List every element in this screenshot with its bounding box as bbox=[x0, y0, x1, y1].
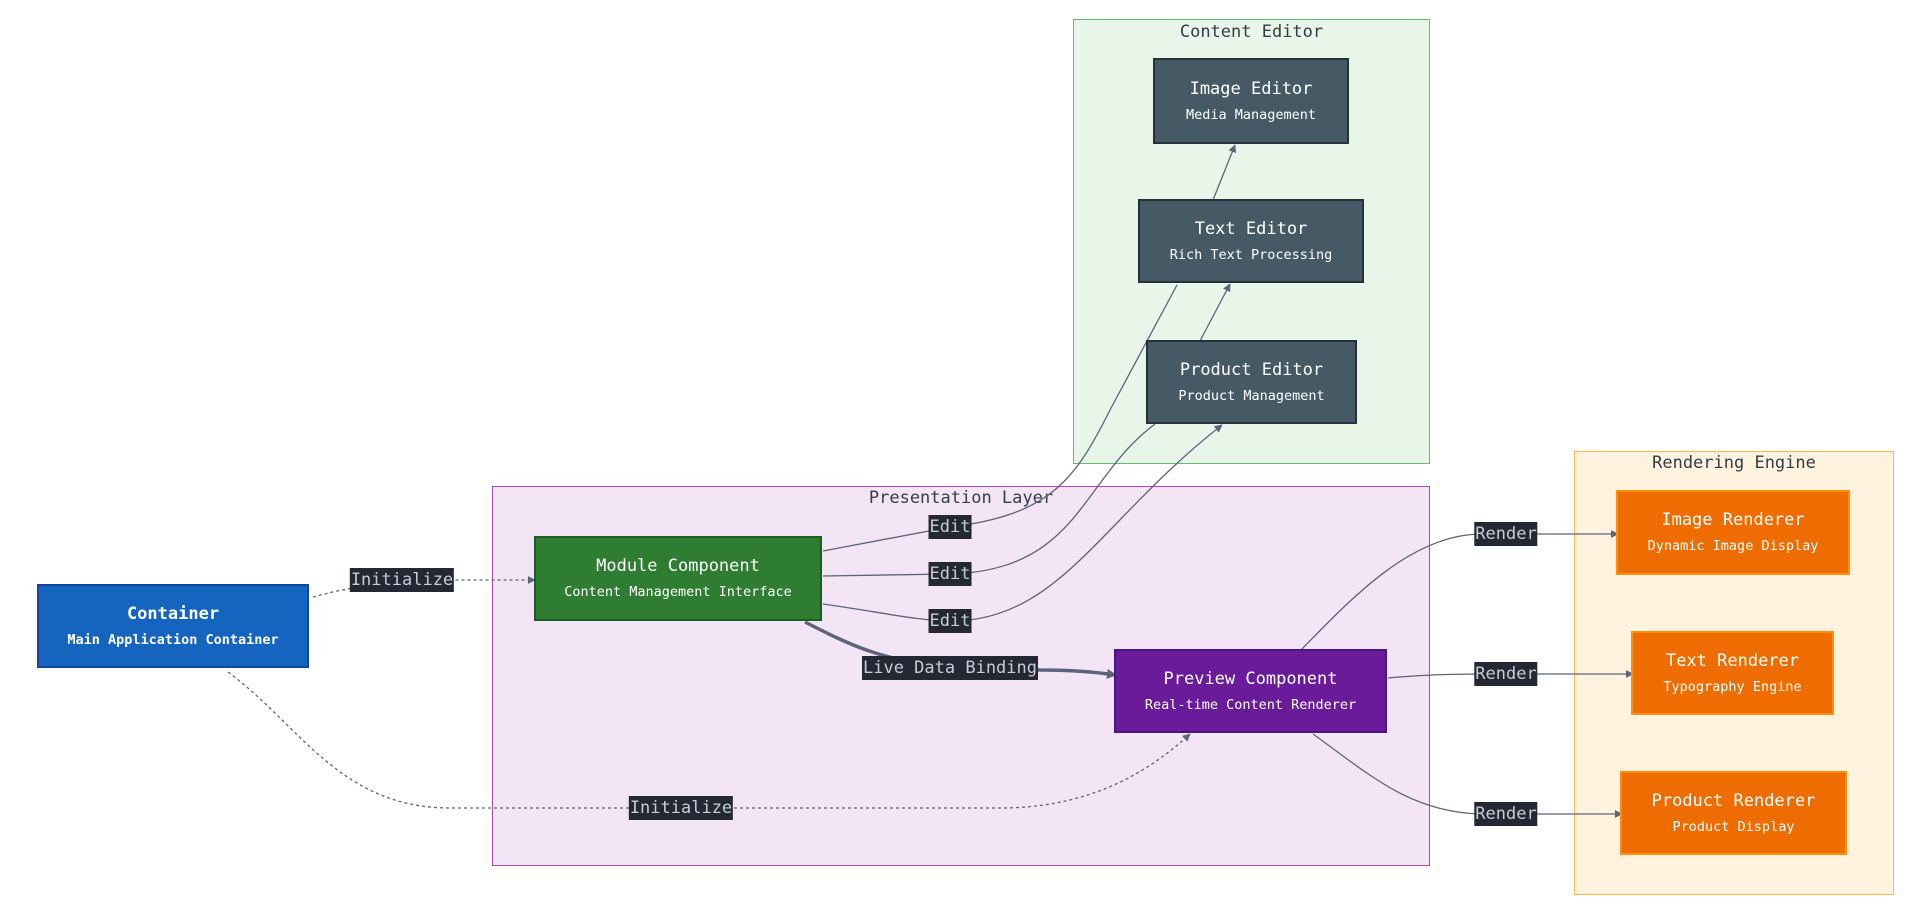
edge-label-initialize-preview: Initialize bbox=[628, 796, 734, 820]
text-renderer-node[interactable]: Text Renderer Typography Engine bbox=[1631, 631, 1834, 715]
edge-initialize-preview bbox=[227, 671, 1191, 809]
node-subtitle: Main Application Container bbox=[67, 631, 279, 648]
edge-label-render-product: Render bbox=[1474, 802, 1538, 826]
node-subtitle: Content Management Interface bbox=[564, 584, 792, 600]
edge-edit-image bbox=[822, 145, 1235, 552]
node-subtitle: Media Management bbox=[1185, 106, 1317, 123]
node-title: Module Component bbox=[596, 556, 760, 576]
node-subtitle: Dynamic Image Display bbox=[1647, 538, 1819, 554]
node-title: Preview Component bbox=[1163, 668, 1338, 689]
cluster-title: Presentation Layer bbox=[868, 488, 1054, 508]
cluster-title: Content Editor bbox=[1179, 22, 1324, 42]
module-component-node[interactable]: Module Component Content Management Inte… bbox=[534, 536, 822, 621]
node-subtitle: Typography Engine bbox=[1663, 678, 1802, 695]
edge-edit-product bbox=[822, 424, 1223, 622]
product-editor-node[interactable]: Product Editor Product Management bbox=[1146, 340, 1357, 424]
edge-label-render-text: Render bbox=[1474, 662, 1538, 686]
edge-label-edit-product: Edit bbox=[928, 609, 972, 633]
node-subtitle: Real-time Content Renderer bbox=[1144, 696, 1357, 713]
edge-render-image bbox=[1300, 530, 1619, 651]
edge-label-render-image: Render bbox=[1474, 522, 1538, 546]
preview-component-node[interactable]: Preview Component Real-time Content Rend… bbox=[1114, 649, 1387, 733]
edge-edit-text bbox=[822, 284, 1230, 577]
node-title: Image Renderer bbox=[1661, 510, 1805, 530]
node-subtitle: Rich Text Processing bbox=[1169, 246, 1333, 263]
node-title: Product Editor bbox=[1179, 359, 1324, 380]
image-renderer-node[interactable]: Image Renderer Dynamic Image Display bbox=[1616, 490, 1850, 575]
edge-initialize-module bbox=[312, 576, 536, 598]
container-node[interactable]: Container Main Application Container bbox=[37, 584, 309, 668]
edge-label-edit-image: Edit bbox=[928, 515, 972, 539]
product-renderer-node[interactable]: Product Renderer Product Display bbox=[1620, 771, 1847, 855]
node-title: Container bbox=[126, 603, 220, 624]
image-editor-node[interactable]: Image Editor Media Management bbox=[1153, 58, 1349, 144]
node-subtitle: Product Management bbox=[1178, 387, 1325, 404]
node-title: Product Renderer bbox=[1651, 790, 1816, 811]
node-title: Text Renderer bbox=[1665, 650, 1800, 671]
edge-label-live-data-binding: Live Data Binding bbox=[862, 656, 1038, 680]
node-title: Image Editor bbox=[1189, 78, 1313, 99]
node-subtitle: Product Display bbox=[1672, 818, 1795, 835]
text-editor-node[interactable]: Text Editor Rich Text Processing bbox=[1138, 199, 1364, 283]
edge-render-product bbox=[1312, 733, 1623, 818]
node-title: Text Editor bbox=[1194, 218, 1308, 239]
cluster-title: Rendering Engine bbox=[1652, 453, 1816, 473]
edge-label-edit-text: Edit bbox=[928, 562, 972, 586]
edge-label-initialize-module: Initialize bbox=[349, 568, 455, 592]
